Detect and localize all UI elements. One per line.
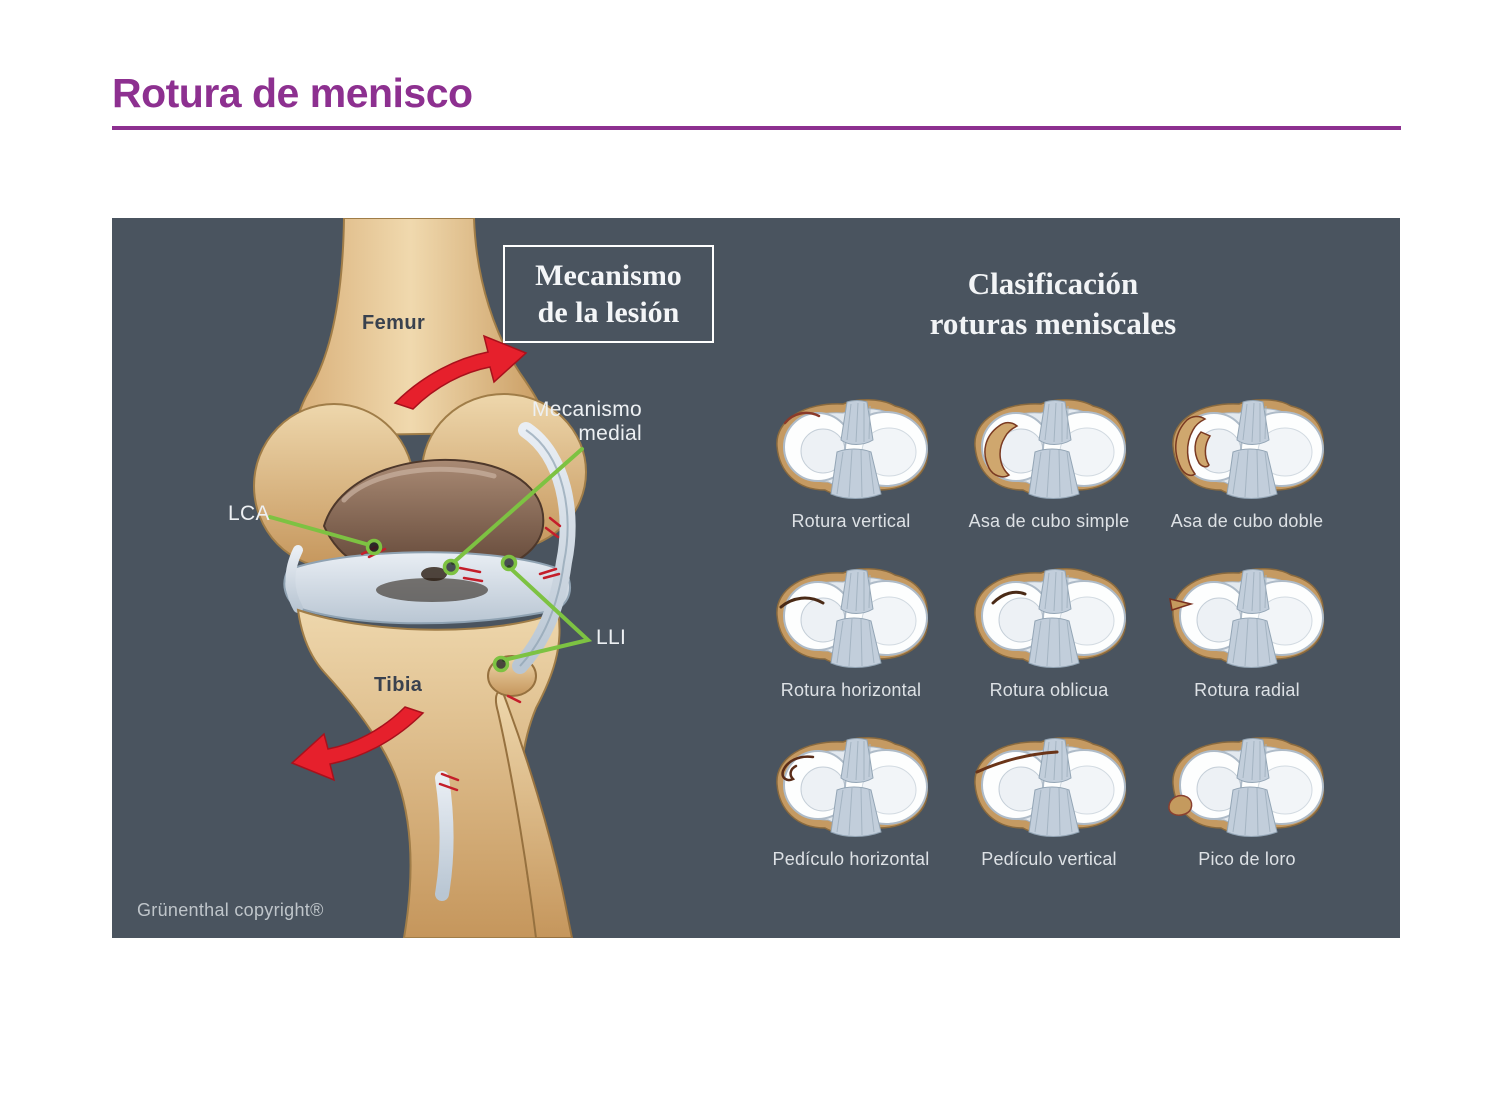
meniscus-label: Rotura radial (1194, 680, 1300, 700)
meniscus-label: Rotura oblicua (989, 680, 1109, 700)
meniscus-tile-rotura_horizontal: Rotura horizontal (758, 559, 944, 701)
ligament-bands (1226, 738, 1278, 837)
lli-label: LLI (596, 626, 627, 649)
meniscus-label: Asa de cubo doble (1170, 511, 1324, 531)
title-divider (112, 126, 1401, 130)
meniscus-illustration (1168, 737, 1325, 837)
tear-mark (1175, 415, 1212, 477)
meniscus-label: Pico de loro (1198, 849, 1296, 869)
meniscus-tile-pico_de_loro: Pico de loro (1154, 728, 1340, 870)
meniscus-label: Asa de cubo simple (968, 511, 1130, 531)
tear-mark (1168, 794, 1193, 816)
ligament-bands (1226, 569, 1278, 668)
meniscus-tile-asa_cubo_doble: Asa de cubo doble (1154, 390, 1340, 532)
ligament-bands (1028, 569, 1080, 668)
classification-title: Clasificación roturas meniscales (733, 264, 1373, 345)
mecanismo-medial-label: Mecanismo medial (492, 398, 642, 446)
ligament-bands (830, 738, 882, 837)
lca-label: LCA (228, 502, 270, 525)
meniscus-illustration (776, 737, 929, 837)
illustration-panel: Femur Tibia LCA Mecanismo medial LLI Mec… (112, 218, 1400, 938)
tibia-label: Tibia (374, 674, 423, 696)
meniscus-illustration (1172, 399, 1325, 499)
meniscus-tile-pediculo_vertical: Pedículo vertical (956, 728, 1142, 870)
meniscus-label: Pedículo horizontal (772, 849, 930, 869)
arrow-up-icon (393, 334, 528, 410)
meniscus-illustration (974, 737, 1127, 837)
classification-title-line1: Clasificación (967, 266, 1139, 301)
meniscus-illustration (1169, 568, 1325, 668)
meniscus-tile-rotura_vertical: Rotura vertical (758, 390, 944, 532)
copyright-text: Grünenthal copyright® (137, 900, 324, 920)
meniscus-illustration (974, 568, 1127, 668)
femur-label: Femur (362, 312, 426, 334)
tear-mark (779, 596, 825, 609)
meniscus-label: Rotura horizontal (780, 680, 922, 700)
meniscus-tile-rotura_oblicua: Rotura oblicua (956, 559, 1142, 701)
classification-title-line2: roturas meniscales (929, 306, 1177, 342)
ligament-bands (1028, 738, 1080, 837)
meniscus-illustration (776, 568, 929, 668)
meniscus-tile-rotura_radial: Rotura radial (1154, 559, 1340, 701)
mechanism-title-line2: de la lesión (537, 296, 680, 329)
tear-mark (781, 755, 815, 782)
mecanismo-medial-line2: medial (578, 422, 642, 446)
meniscus-tile-pediculo_horizontal: Pedículo horizontal (758, 728, 944, 870)
meniscus-band (283, 545, 571, 625)
tear-mark (783, 411, 821, 425)
mechanism-title-line1: Mecanismo (535, 258, 682, 292)
meniscus-label: Pedículo vertical (981, 849, 1117, 869)
meniscus-tile-asa_cubo_simple: Asa de cubo simple (956, 390, 1142, 532)
ligament-bands (830, 400, 882, 499)
arrow-down-icon (290, 706, 425, 782)
mecanismo-medial-line1: Mecanismo (531, 398, 642, 421)
meniscus-illustration (776, 399, 929, 499)
meniscus-label: Rotura vertical (791, 511, 911, 531)
tear-mark (975, 750, 1059, 774)
page-title: Rotura de menisco (112, 70, 473, 116)
meniscus-illustration (974, 399, 1127, 499)
ligament-bands (1028, 400, 1080, 499)
tear-mark (1169, 598, 1194, 611)
mechanism-title-box: Mecanismo de la lesión (503, 245, 714, 343)
tear-mark (991, 590, 1027, 605)
ligament-bands (1226, 400, 1278, 499)
classification-grid: Rotura vertical Asa de cubo sim (758, 390, 1340, 870)
tear-mark (984, 421, 1019, 478)
ligament-bands (830, 569, 882, 668)
